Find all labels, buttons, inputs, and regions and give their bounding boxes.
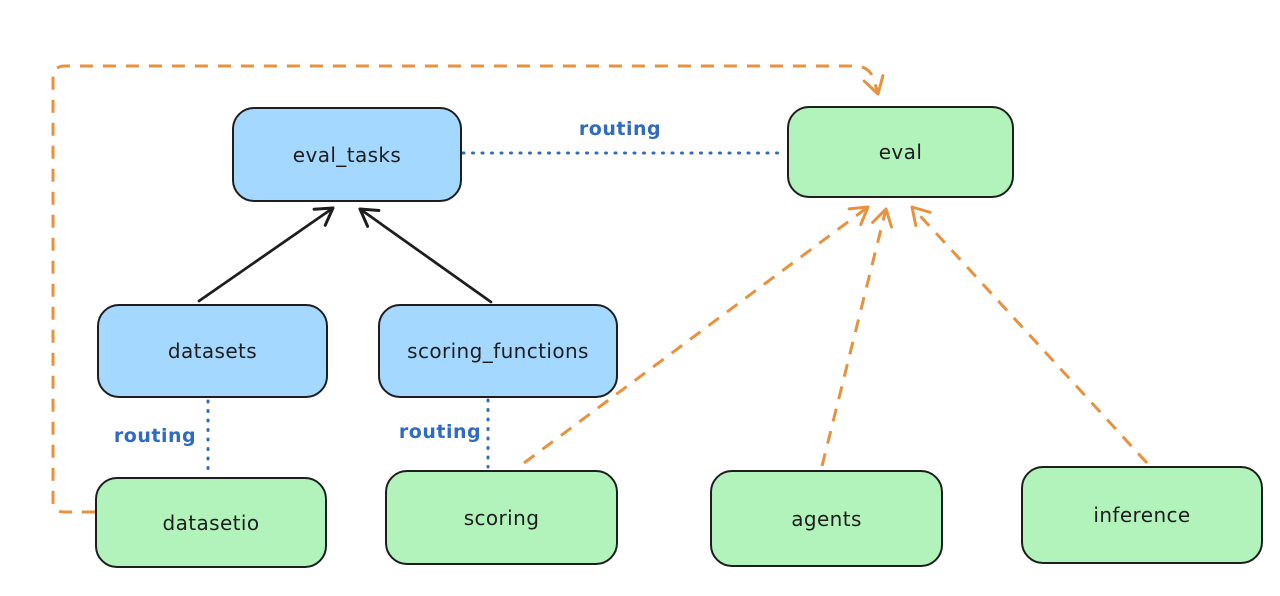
edge-agents-to-eval xyxy=(820,207,894,467)
edge-datasets-to-eval-tasks xyxy=(197,206,335,303)
edge-scoring-to-eval xyxy=(523,205,870,465)
node-inference: inference xyxy=(1021,466,1263,564)
edge-inference-to-eval xyxy=(910,205,1149,465)
routing-label-scoring-functions-scoring: routing xyxy=(398,421,482,443)
node-eval-tasks: eval_tasks xyxy=(232,107,462,202)
node-scoring-functions: scoring_functions xyxy=(378,304,618,398)
routing-label-datasets-datasetio: routing xyxy=(113,425,197,447)
node-eval: eval xyxy=(787,106,1014,198)
edge-scoring-functions-to-eval-tasks xyxy=(358,207,493,304)
node-scoring: scoring xyxy=(385,470,618,565)
node-datasets: datasets xyxy=(97,304,328,398)
edge-datasetio-to-eval xyxy=(51,64,885,514)
node-datasetio: datasetio xyxy=(95,477,327,568)
routing-label-eval-tasks-eval: routing xyxy=(578,118,662,140)
node-agents: agents xyxy=(710,470,943,567)
